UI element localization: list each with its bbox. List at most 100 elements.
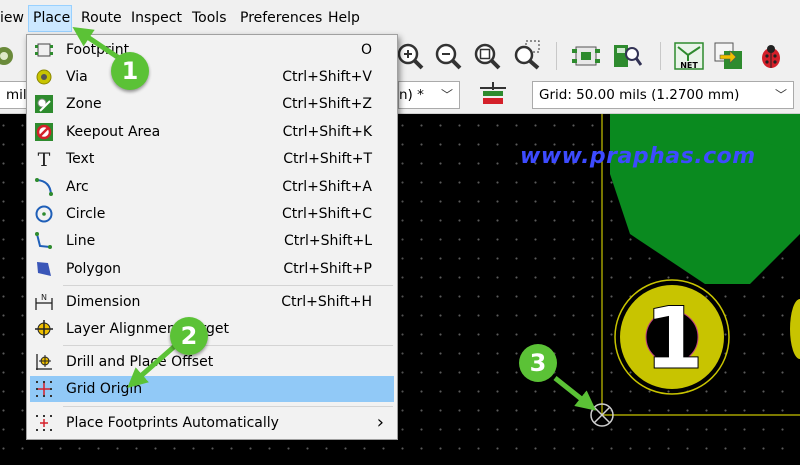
menu-item-shortcut: Ctrl+Shift+V — [282, 69, 372, 85]
callout-badge-2: 2 — [170, 317, 208, 355]
menu-item-arc[interactable]: Arc Ctrl+Shift+A — [30, 174, 394, 200]
menu-item-shortcut: O — [360, 42, 372, 58]
units-combo[interactable]: mils — [0, 81, 30, 109]
menu-item-label: Text — [66, 151, 95, 167]
update-pcb-icon[interactable] — [714, 41, 744, 71]
callout-badge-1: 1 — [111, 52, 149, 90]
menu-item-shortcut: Ctrl+Shift+P — [283, 261, 372, 277]
pad-edge — [790, 299, 800, 359]
autoplace-icon — [36, 415, 52, 431]
menu-separator — [63, 345, 393, 346]
menu-preferences[interactable]: Preferences — [240, 10, 323, 26]
menu-item-drill-and-place-offset[interactable]: Drill and Place Offset — [30, 349, 394, 375]
chevron-down-icon: ﹀ — [440, 88, 453, 102]
grid-origin-marker — [590, 403, 614, 427]
bug-icon[interactable] — [756, 41, 786, 71]
track-width-combo-value: n) * — [399, 87, 424, 103]
menu-item-label: Drill and Place Offset — [66, 354, 214, 370]
gear-icon[interactable] — [0, 41, 16, 71]
netlist-icon[interactable]: NET — [674, 41, 704, 71]
svg-text:T: T — [38, 149, 51, 169]
footprint-editor-icon[interactable] — [571, 41, 601, 71]
arc-icon — [35, 178, 53, 196]
menu-item-place-footprints-automatically[interactable]: Place Footprints Automatically › — [30, 410, 394, 436]
menu-item-label: Via — [66, 69, 88, 85]
toolbar-separator — [660, 42, 661, 70]
menu-item-circle[interactable]: Circle Ctrl+Shift+C — [30, 201, 394, 227]
via-icon — [36, 69, 52, 85]
keepout-icon — [35, 123, 53, 141]
menu-item-label: Dimension — [66, 294, 141, 310]
menu-view[interactable]: iew — [0, 10, 24, 26]
circle-icon — [35, 205, 53, 223]
menu-item-text[interactable]: T Text Ctrl+Shift+T — [30, 146, 394, 172]
footprint-browser-icon[interactable] — [612, 41, 642, 71]
menu-item-label: Polygon — [66, 261, 122, 277]
menu-item-via[interactable]: Via Ctrl+Shift+V — [30, 64, 394, 90]
copper-zone — [690, 114, 800, 154]
svg-text:N: N — [41, 293, 47, 302]
menu-item-footprint[interactable]: Footprint O — [30, 37, 394, 63]
menu-item-grid-origin[interactable]: Grid Origin — [30, 376, 394, 402]
chevron-down-icon: ﹀ — [774, 88, 787, 102]
menu-place[interactable]: Place — [33, 10, 71, 26]
menu-item-shortcut: Ctrl+Shift+Z — [282, 96, 372, 112]
zoom-fit-icon[interactable] — [472, 41, 502, 71]
menu-separator — [63, 285, 393, 286]
grid-combo-value: Grid: 50.00 mils (1.2700 mm) — [539, 87, 740, 103]
menu-item-label: Grid Origin — [66, 381, 143, 397]
pad-hole — [645, 310, 699, 364]
pad-outline — [614, 279, 730, 395]
menu-item-zone[interactable]: Zone Ctrl+Shift+Z — [30, 91, 394, 117]
zoom-in-icon[interactable] — [395, 41, 425, 71]
alignment-target-icon — [35, 320, 53, 338]
menu-item-shortcut: Ctrl+Shift+K — [282, 124, 372, 140]
track-width-mode-icon[interactable] — [478, 80, 508, 110]
watermark-text: www.praphas.com — [520, 144, 756, 169]
text-icon: T — [38, 149, 51, 169]
units-combo-value: mils — [6, 87, 29, 103]
menu-item-label: Arc — [66, 179, 89, 195]
pad-number: 1 — [644, 289, 704, 389]
grid-combo[interactable]: Grid: 50.00 mils (1.2700 mm) ﹀ — [532, 81, 794, 109]
menu-item-keepout-area[interactable]: Keepout Area Ctrl+Shift+K — [30, 119, 394, 145]
line-icon — [35, 232, 52, 249]
menu-inspect[interactable]: Inspect — [131, 10, 182, 26]
menu-item-label: Keepout Area — [66, 124, 161, 140]
submenu-arrow-icon: › — [376, 412, 384, 433]
menu-help[interactable]: Help — [328, 10, 360, 26]
menu-place-highlight — [28, 5, 72, 32]
pcb-drawing: 1 — [590, 114, 800, 427]
menu-item-polygon[interactable]: Polygon Ctrl+Shift+P — [30, 256, 394, 282]
copper-zone — [610, 114, 800, 284]
menu-item-layer-alignment-target[interactable]: Layer Alignment Target — [30, 316, 394, 342]
menu-item-dimension[interactable]: N Dimension Ctrl+Shift+H — [30, 289, 394, 315]
menu-item-label: Zone — [66, 96, 102, 112]
track-width-combo[interactable]: n) * ﹀ — [398, 81, 460, 109]
toolbar-separator — [556, 42, 557, 70]
menu-tools[interactable]: Tools — [192, 10, 227, 26]
menu-separator — [63, 406, 393, 407]
zone-icon — [35, 95, 53, 113]
menubar: iew Place Route Inspect Tools Preference… — [0, 0, 800, 36]
place-menu: Footprint O Via Ctrl+Shift+V Zone Ctrl+S… — [26, 34, 398, 440]
menu-item-label: Line — [66, 233, 96, 249]
polygon-icon — [37, 262, 51, 276]
menu-item-label: Circle — [66, 206, 106, 222]
zoom-selection-icon[interactable] — [512, 40, 542, 70]
menu-route[interactable]: Route — [81, 10, 122, 26]
menu-item-label: Place Footprints Automatically — [66, 415, 279, 431]
menu-item-line[interactable]: Line Ctrl+Shift+L — [30, 228, 394, 254]
menu-item-shortcut: Ctrl+Shift+T — [283, 151, 372, 167]
footprint-icon — [35, 43, 53, 57]
grid-origin-icon — [36, 381, 52, 397]
drill-offset-icon — [36, 354, 52, 370]
menu-item-shortcut: Ctrl+Shift+C — [282, 206, 372, 222]
dimension-icon: N — [35, 293, 53, 310]
menu-item-shortcut: Ctrl+Shift+A — [282, 179, 372, 195]
menu-item-shortcut: Ctrl+Shift+H — [281, 294, 372, 310]
callout-badge-3: 3 — [519, 344, 557, 382]
menu-item-shortcut: Ctrl+Shift+L — [284, 233, 372, 249]
svg-text:NET: NET — [680, 61, 698, 70]
zoom-out-icon[interactable] — [433, 41, 463, 71]
